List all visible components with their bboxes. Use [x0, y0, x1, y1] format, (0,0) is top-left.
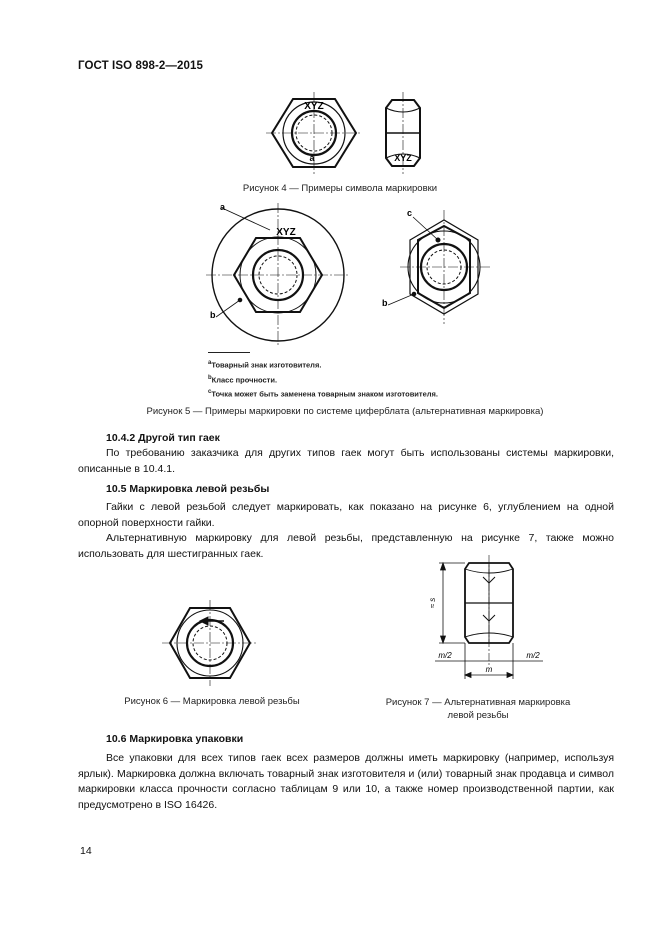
- figure-5-drawing: a XYZ b c b: [206, 202, 490, 347]
- figure-7-caption: Рисунок 7 — Альтернативная маркировка ле…: [372, 696, 584, 722]
- fig4-mark-left: XYZ: [304, 101, 323, 112]
- fig7-dim-m2-left: m/2: [438, 651, 452, 660]
- footnote-a: aТоварный знак изготовителя.: [208, 360, 322, 370]
- footnote-rule: [208, 352, 250, 353]
- left-thread-nut: [162, 600, 258, 686]
- figure-7-caption-line-2: левой резьбы: [447, 710, 509, 721]
- figure-5-footnotes: aТоварный знак изготовителя. bКласс проч…: [208, 352, 438, 401]
- figure-4-caption: Рисунок 4 — Примеры символа маркировки: [242, 183, 438, 194]
- fig5-label-b-right: b: [382, 298, 388, 308]
- document-header: ГОСТ ISO 898-2—2015: [78, 60, 203, 72]
- nut-top-view: [266, 92, 362, 174]
- fig4-label-a: a: [309, 153, 315, 163]
- fig4-mark-right: XYZ: [394, 153, 412, 163]
- fig7-dim-height: ≈ s: [428, 598, 437, 609]
- fig5-label-b-left: b: [210, 310, 216, 320]
- fig5-mark: XYZ: [276, 227, 295, 238]
- figure-4-drawing: XYZ a XYZ: [266, 92, 421, 174]
- figure-6-drawing: [162, 600, 258, 686]
- section-10-6-text: Все упаковки для всех типов гаек всех ра…: [78, 752, 614, 811]
- figure-7-drawing: ≈ s m/2 m/2 m: [428, 555, 543, 679]
- section-10-5-title: 10.5 Маркировка левой резьбы: [106, 483, 270, 495]
- figure-7-caption-line-1: Рисунок 7 — Альтернативная маркировка: [385, 697, 571, 708]
- figure-6-caption: Рисунок 6 — Маркировка левой резьбы: [124, 696, 300, 707]
- nut-side-profile: [464, 555, 514, 665]
- fig7-dim-m2-right: m/2: [526, 651, 540, 660]
- nut-side-view: [385, 92, 421, 174]
- figure-5-caption: Рисунок 5 — Примеры маркировки по систем…: [146, 406, 544, 417]
- dimension-lines: [435, 561, 543, 679]
- footnote-b: bКласс прочности.: [208, 374, 278, 385]
- fig5-label-a: a: [220, 202, 226, 212]
- fig5-label-c: c: [407, 208, 412, 218]
- section-10-5-text-1: Гайки с левой резьбой следует маркироват…: [78, 501, 614, 529]
- footnote-c: cТочка может быть заменена товарным знак…: [208, 389, 438, 399]
- section-10-4-2-title: 10.4.2 Другой тип гаек: [106, 432, 220, 444]
- hex-nut-dial: [387, 210, 490, 324]
- section-10-6-title: 10.6 Маркировка упаковки: [106, 733, 244, 745]
- flanged-nut: [206, 203, 350, 347]
- fig7-dim-m: m: [486, 665, 493, 674]
- section-10-4-2-text: По требованию заказчика для других типов…: [78, 447, 614, 475]
- page-number: 14: [80, 845, 92, 857]
- left-arrow-icon: [198, 616, 224, 626]
- section-10-5-text-2: Альтернативную маркировку для левой резь…: [78, 532, 614, 560]
